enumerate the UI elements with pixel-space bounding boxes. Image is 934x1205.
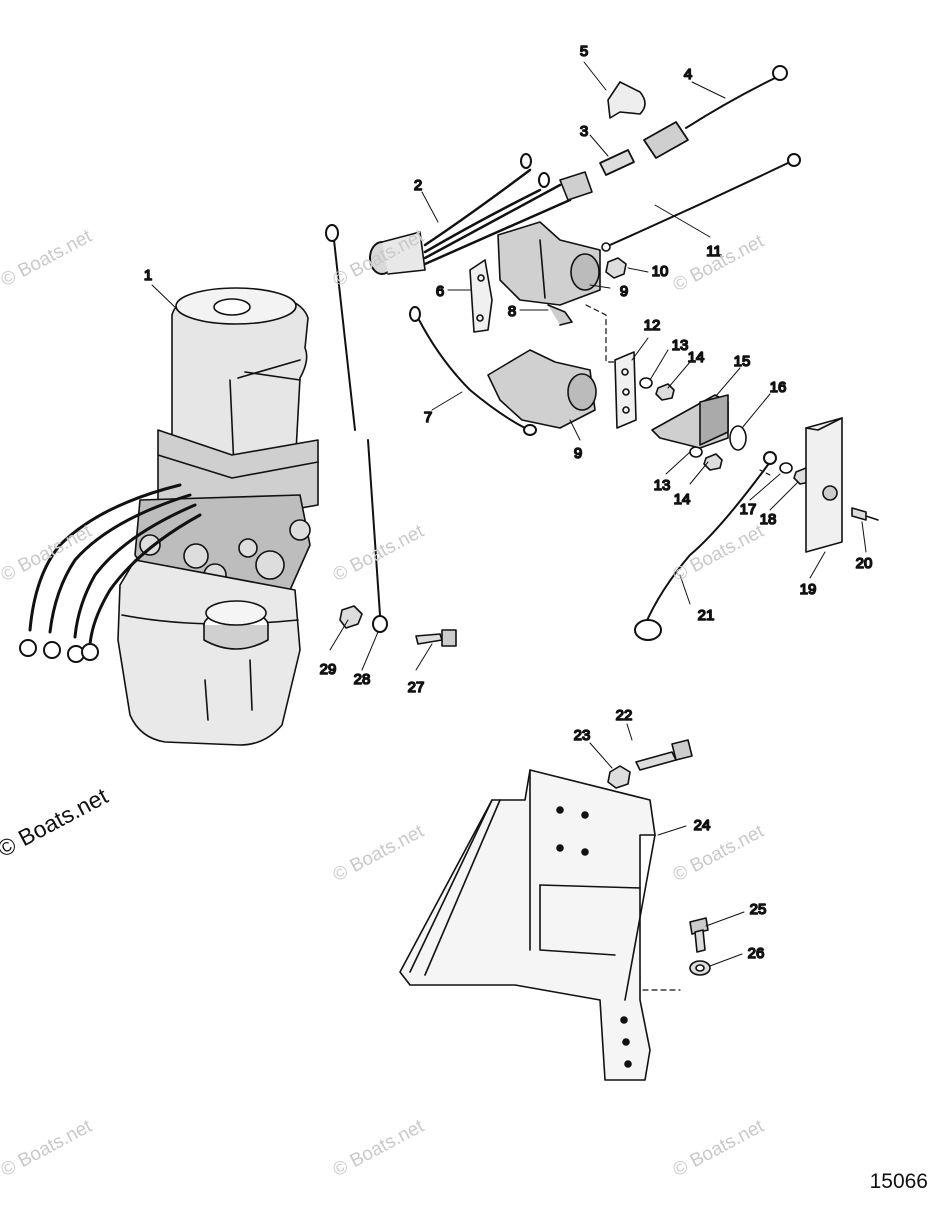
callout-label: 15 — [734, 353, 751, 370]
callout-label: 7 — [424, 409, 432, 426]
fuse-holder-lead — [643, 65, 788, 159]
callout-label: 27 — [408, 679, 425, 696]
pump-motor-assembly — [19, 287, 319, 746]
callout-label: 5 — [580, 43, 588, 60]
lock-washer — [779, 462, 793, 474]
hex-nut — [655, 383, 723, 471]
bracket-plate — [614, 351, 637, 429]
terminal-bracket — [805, 417, 843, 553]
callout-label: 2 — [414, 177, 422, 194]
screw — [547, 304, 573, 326]
callout-label: 11 — [706, 243, 722, 260]
callout-label: 17 — [740, 501, 757, 518]
callout-label: 14 — [674, 491, 691, 508]
flat-washer — [729, 425, 747, 451]
ground-lead — [409, 306, 537, 436]
bolt — [635, 739, 693, 771]
callout-label: 4 — [684, 66, 692, 83]
mounting-bracket — [469, 259, 493, 333]
callout-label: 28 — [354, 671, 371, 688]
solenoid-lower — [487, 349, 597, 429]
wiring-harness-plug — [369, 153, 593, 275]
fuse — [599, 149, 635, 176]
solenoid-upper — [497, 221, 601, 306]
callout-label: 9 — [574, 445, 582, 462]
callout-label: 12 — [644, 317, 661, 334]
callout-label: 14 — [688, 349, 705, 366]
callout-label: 24 — [694, 817, 711, 834]
hex-nut — [339, 605, 363, 629]
callout-leaders — [151, 61, 867, 967]
battery-lead — [601, 153, 801, 252]
callout-label: 6 — [436, 283, 444, 300]
callout-label: 22 — [616, 707, 633, 724]
callout-label: 9 — [620, 283, 628, 300]
callout-label: 13 — [672, 337, 689, 354]
lock-washer — [689, 960, 711, 976]
callout-label: 10 — [652, 263, 669, 280]
callout-label: 23 — [574, 727, 591, 744]
bolt — [689, 917, 709, 953]
callout-label: 8 — [508, 303, 516, 320]
callout-label: 16 — [770, 379, 787, 396]
callout-label: 20 — [856, 555, 873, 572]
circuit-breaker — [651, 394, 729, 449]
hex-nut — [605, 257, 627, 279]
bolt — [415, 629, 457, 647]
callout-label: 13 — [654, 477, 671, 494]
motor-lead — [325, 224, 388, 633]
callout-label: 26 — [748, 945, 765, 962]
callout-label: 29 — [320, 661, 337, 678]
drawing-number: 15066 — [869, 1170, 928, 1193]
callout-label: 18 — [760, 511, 777, 528]
cable-clip — [607, 81, 646, 119]
callout-label: 25 — [750, 901, 767, 918]
breaker-lead — [634, 451, 777, 641]
callout-label: 3 — [580, 123, 588, 140]
hex-nut — [607, 765, 631, 789]
callout-label: 1 — [144, 267, 152, 284]
screw — [851, 507, 879, 521]
main-mounting-bracket — [399, 769, 656, 1081]
callout-label: 19 — [800, 581, 817, 598]
callout-label: 21 — [698, 607, 715, 624]
